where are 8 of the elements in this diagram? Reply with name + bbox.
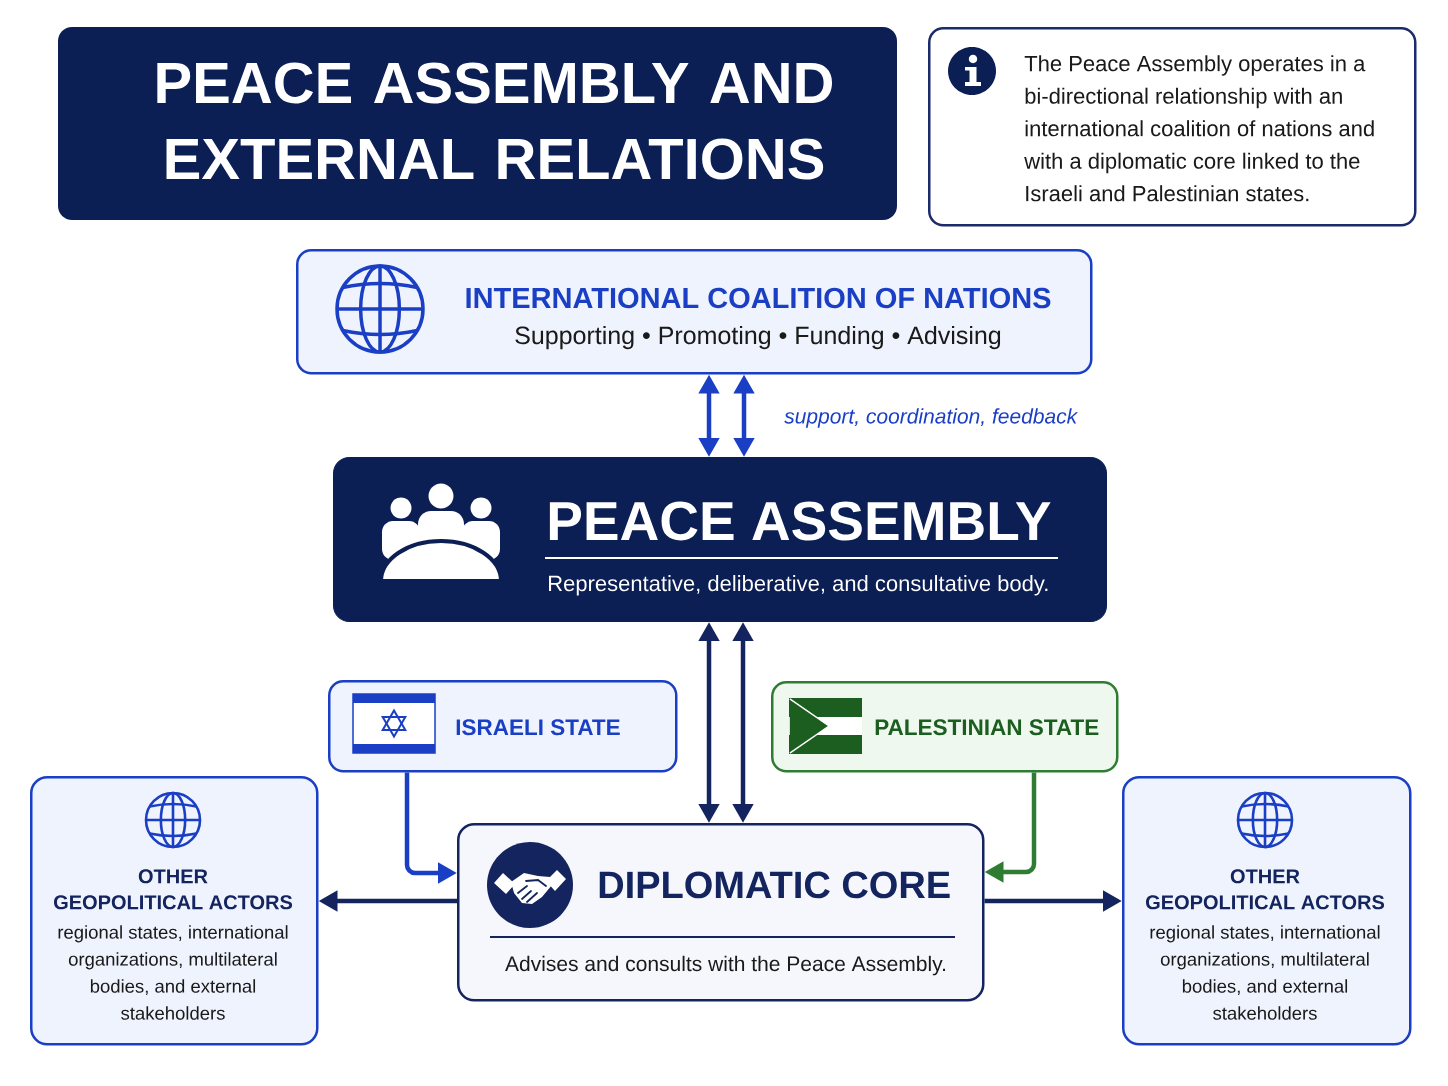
assembly-box: PEACE ASSEMBLY Representative, deliberative, and consultative body.	[333, 457, 1107, 622]
core-box: DIPLOMATIC CORE Advises and consults with the Peace Assembly.	[457, 823, 985, 1002]
title-banner: PEACE ASSEMBLY AND EXTERNAL RELATIONS	[58, 27, 897, 220]
info-box: The Peace Assembly operates in a bi-directional relationship with an international coalition of nations and with a diplomatic core linked to the Israeli and Palestinian states.	[928, 27, 1417, 227]
actors-box: OTHER GEOPOLITICAL ACTORS regional states, international organizations, multilateral bodies, and external stakeholders	[1122, 776, 1412, 1046]
actors-box: OTHER GEOPOLITICAL ACTORS regional states, international organizations, multilateral bodies, and external stakeholders	[30, 776, 319, 1046]
edge-label: support, coordination, feedback	[782, 406, 1080, 430]
coalition-box: INTERNATIONAL COALITION OF NATIONS Supporting • Promoting • Funding • Advising	[296, 249, 1093, 375]
